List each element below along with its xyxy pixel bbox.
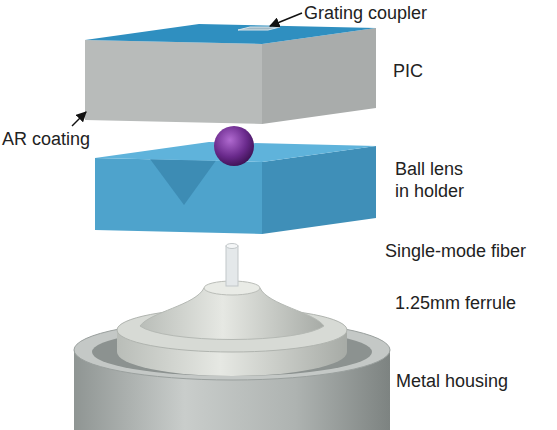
pic-front	[85, 40, 262, 124]
pic-side	[262, 28, 376, 124]
part-label: PIC	[393, 60, 423, 82]
single-mode-fiber	[226, 246, 238, 286]
ferrule-dome	[140, 288, 324, 340]
part-label: Ball lens in holder	[395, 158, 479, 202]
part-label: Metal housing	[396, 370, 508, 392]
ball-lens	[214, 126, 254, 166]
part-label: 1.25mm ferrule	[395, 292, 516, 314]
pic-top	[85, 24, 376, 44]
part-label: Grating coupler	[304, 2, 427, 24]
holder-front	[95, 158, 262, 234]
grating-coupler	[238, 27, 280, 30]
fiber-end	[226, 244, 238, 249]
holder-cone	[150, 159, 216, 205]
leader-arrow	[270, 13, 302, 26]
part-label: Single-mode fiber	[385, 240, 526, 262]
leader-arrow	[72, 112, 86, 126]
part-label: AR coating	[2, 128, 90, 150]
